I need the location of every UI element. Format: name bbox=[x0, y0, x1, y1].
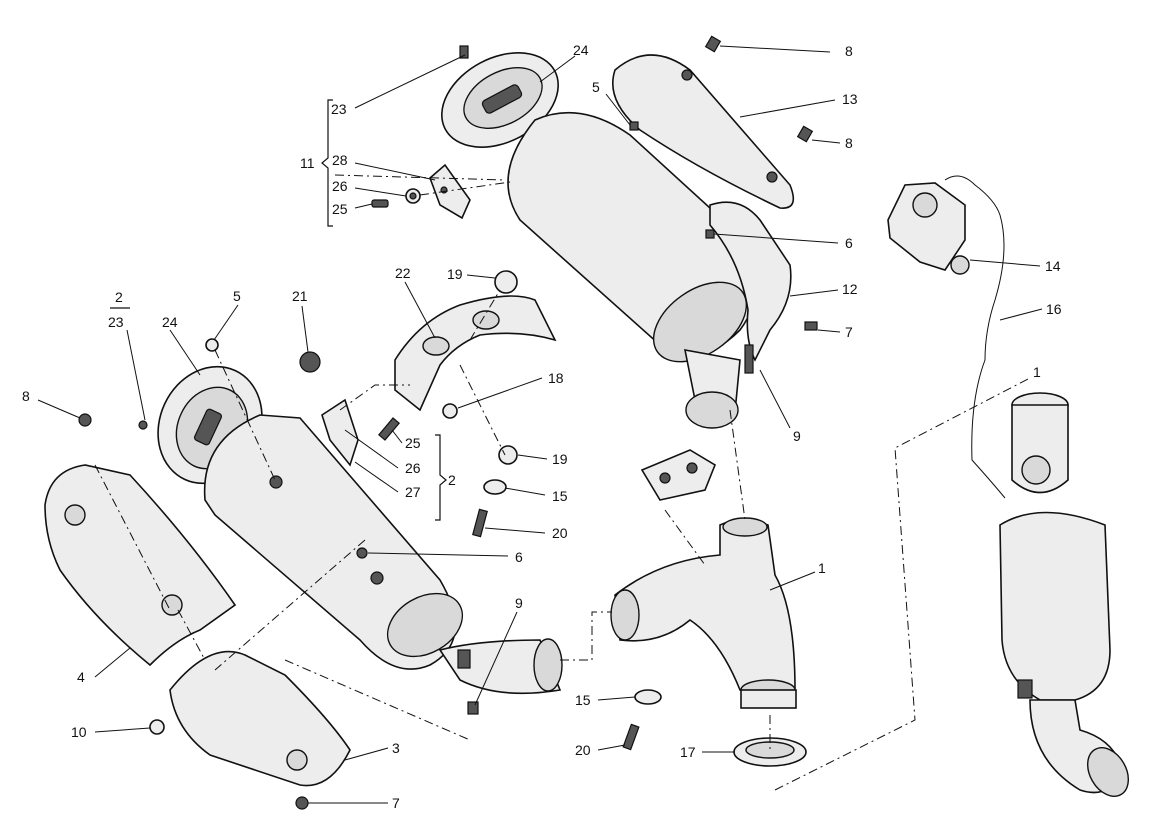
group-braces bbox=[110, 99, 447, 521]
callout-11: 11 bbox=[300, 155, 315, 171]
callout-25: 25 bbox=[332, 201, 348, 217]
callout-15: 15 bbox=[552, 488, 568, 504]
callout-17: 17 bbox=[680, 744, 696, 760]
heat-shield-13 bbox=[611, 54, 795, 209]
callout-20: 20 bbox=[575, 742, 591, 758]
callout-26: 26 bbox=[332, 178, 348, 194]
lambda-sensor-14 bbox=[887, 182, 966, 271]
callout-9: 9 bbox=[515, 595, 523, 611]
callout-28: 28 bbox=[332, 152, 348, 168]
callout-19: 19 bbox=[447, 266, 463, 282]
brace-11 bbox=[321, 99, 333, 227]
catalyst-pipe bbox=[999, 392, 1129, 797]
callout-25: 25 bbox=[405, 435, 421, 451]
callout-6: 6 bbox=[845, 235, 853, 251]
callout-14: 14 bbox=[1045, 258, 1061, 274]
callout-6: 6 bbox=[515, 549, 523, 565]
callout-19: 19 bbox=[552, 451, 568, 467]
upper-end-cap bbox=[441, 52, 559, 148]
gasket-plate bbox=[640, 449, 716, 501]
bracket-27 bbox=[321, 398, 359, 467]
callout-1: 1 bbox=[818, 560, 826, 576]
callout-3: 3 bbox=[392, 740, 400, 756]
callout-4: 4 bbox=[77, 669, 85, 685]
callout-1: 1 bbox=[1033, 364, 1041, 380]
callout-labels: 23 24 8 5 13 8 11 28 26 25 6 14 12 16 7 … bbox=[22, 42, 1062, 811]
callout-16: 16 bbox=[1046, 301, 1062, 317]
heat-shield-3 bbox=[169, 650, 351, 787]
callout-24: 24 bbox=[162, 314, 178, 330]
callout-13: 13 bbox=[842, 91, 858, 107]
callout-26: 26 bbox=[405, 460, 421, 476]
callout-23: 23 bbox=[331, 101, 347, 117]
callout-24: 24 bbox=[573, 42, 589, 58]
callout-2: 2 bbox=[115, 289, 123, 305]
callout-5: 5 bbox=[592, 79, 600, 95]
heat-shield-4 bbox=[44, 464, 237, 667]
callout-10: 10 bbox=[71, 724, 87, 740]
bracket-28 bbox=[429, 163, 471, 220]
callout-12: 12 bbox=[842, 281, 858, 297]
callout-20: 20 bbox=[552, 525, 568, 541]
callout-5: 5 bbox=[233, 288, 241, 304]
leader-lines bbox=[37, 45, 1043, 804]
callout-8: 8 bbox=[845, 135, 853, 151]
lower-muffler-assembly bbox=[44, 270, 563, 810]
callout-21: 21 bbox=[292, 288, 308, 304]
y-pipe-1 bbox=[610, 449, 807, 767]
brace-2 bbox=[435, 434, 447, 521]
callout-8: 8 bbox=[22, 388, 30, 404]
assembly-lines bbox=[94, 174, 1031, 791]
callout-9: 9 bbox=[793, 428, 801, 444]
callout-15: 15 bbox=[575, 692, 591, 708]
lambda-sensor-assembly bbox=[887, 175, 1006, 499]
callout-18: 18 bbox=[548, 370, 564, 386]
callout-27: 27 bbox=[405, 484, 421, 500]
callout-23: 23 bbox=[108, 314, 124, 330]
bracket-22 bbox=[394, 295, 557, 412]
callout-7: 7 bbox=[392, 795, 400, 811]
callout-22: 22 bbox=[395, 265, 411, 281]
callout-2: 2 bbox=[448, 472, 456, 488]
upper-muffler-assembly bbox=[371, 35, 818, 429]
callout-7: 7 bbox=[845, 324, 853, 340]
callout-8: 8 bbox=[845, 43, 853, 59]
heat-shield-12 bbox=[709, 201, 792, 362]
